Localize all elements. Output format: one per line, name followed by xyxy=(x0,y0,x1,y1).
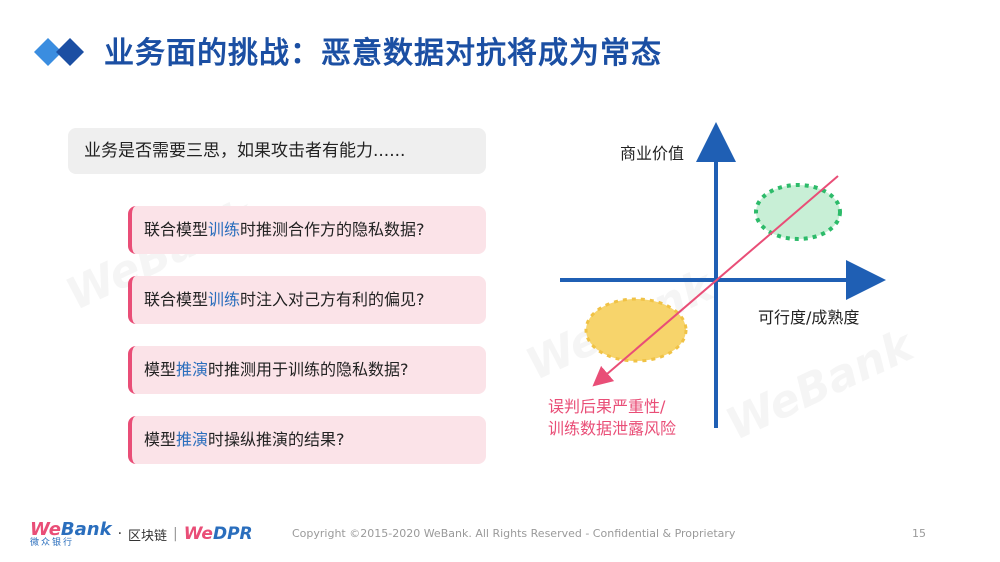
webank-logo: WeBank 微众银行 xyxy=(30,518,112,548)
footer-logo: WeBank 微众银行 · 区块链 | WeDPR xyxy=(30,520,253,548)
item-text: 时推测用于训练的隐私数据? xyxy=(208,360,409,379)
logo-we: We xyxy=(30,518,61,540)
risk-arrow xyxy=(592,175,839,387)
item-highlight: 推演 xyxy=(176,430,209,449)
item-text: 时操纵推演的结果? xyxy=(208,430,345,449)
footer-divider: | xyxy=(173,526,178,542)
x-axis-label: 可行度/成熟度 xyxy=(758,308,860,327)
logo-sub: 微众银行 xyxy=(30,537,75,548)
footer-dot: · xyxy=(117,526,123,542)
item-text: 时推测合作方的隐私数据? xyxy=(240,220,425,239)
risk-label: 误判后果严重性/ 训练数据泄露风险 xyxy=(548,396,676,440)
yellow-ellipse xyxy=(584,297,688,363)
copyright-text: Copyright ©2015-2020 WeBank. All Rights … xyxy=(292,527,736,540)
wedpr-rest: DPR xyxy=(212,524,253,544)
item-text: 模型 xyxy=(144,430,177,449)
blockchain-label: 区块链 xyxy=(128,528,168,544)
item-text: 联合模型 xyxy=(144,220,209,239)
item-highlight: 推演 xyxy=(176,360,209,379)
item-text: 联合模型 xyxy=(144,290,209,309)
question-banner: 业务是否需要三思，如果攻击者有能力...... xyxy=(68,128,486,174)
item-highlight: 训练 xyxy=(208,220,241,239)
item-text: 时注入对己方有利的偏见? xyxy=(240,290,425,309)
page-title: 业务面的挑战：恶意数据对抗将成为常态 xyxy=(104,36,662,71)
list-item: 模型推演时推测用于训练的隐私数据? xyxy=(128,346,486,394)
diamond-logo-icon xyxy=(34,38,84,66)
green-ellipse xyxy=(754,183,842,241)
y-axis-label: 商业价值 xyxy=(620,144,685,163)
wedpr-we: We xyxy=(183,524,213,544)
list-item: 联合模型训练时注入对己方有利的偏见? xyxy=(128,276,486,324)
page-number: 15 xyxy=(912,527,926,540)
list-item: 联合模型训练时推测合作方的隐私数据? xyxy=(128,206,486,254)
list-item: 模型推演时操纵推演的结果? xyxy=(128,416,486,464)
item-text: 模型 xyxy=(144,360,177,379)
item-highlight: 训练 xyxy=(208,290,241,309)
risk-label-line: 训练数据泄露风险 xyxy=(548,419,677,438)
logo-bank: Bank xyxy=(60,518,112,540)
risk-label-line: 误判后果严重性/ xyxy=(548,397,666,416)
quadrant-diagram xyxy=(560,122,886,428)
